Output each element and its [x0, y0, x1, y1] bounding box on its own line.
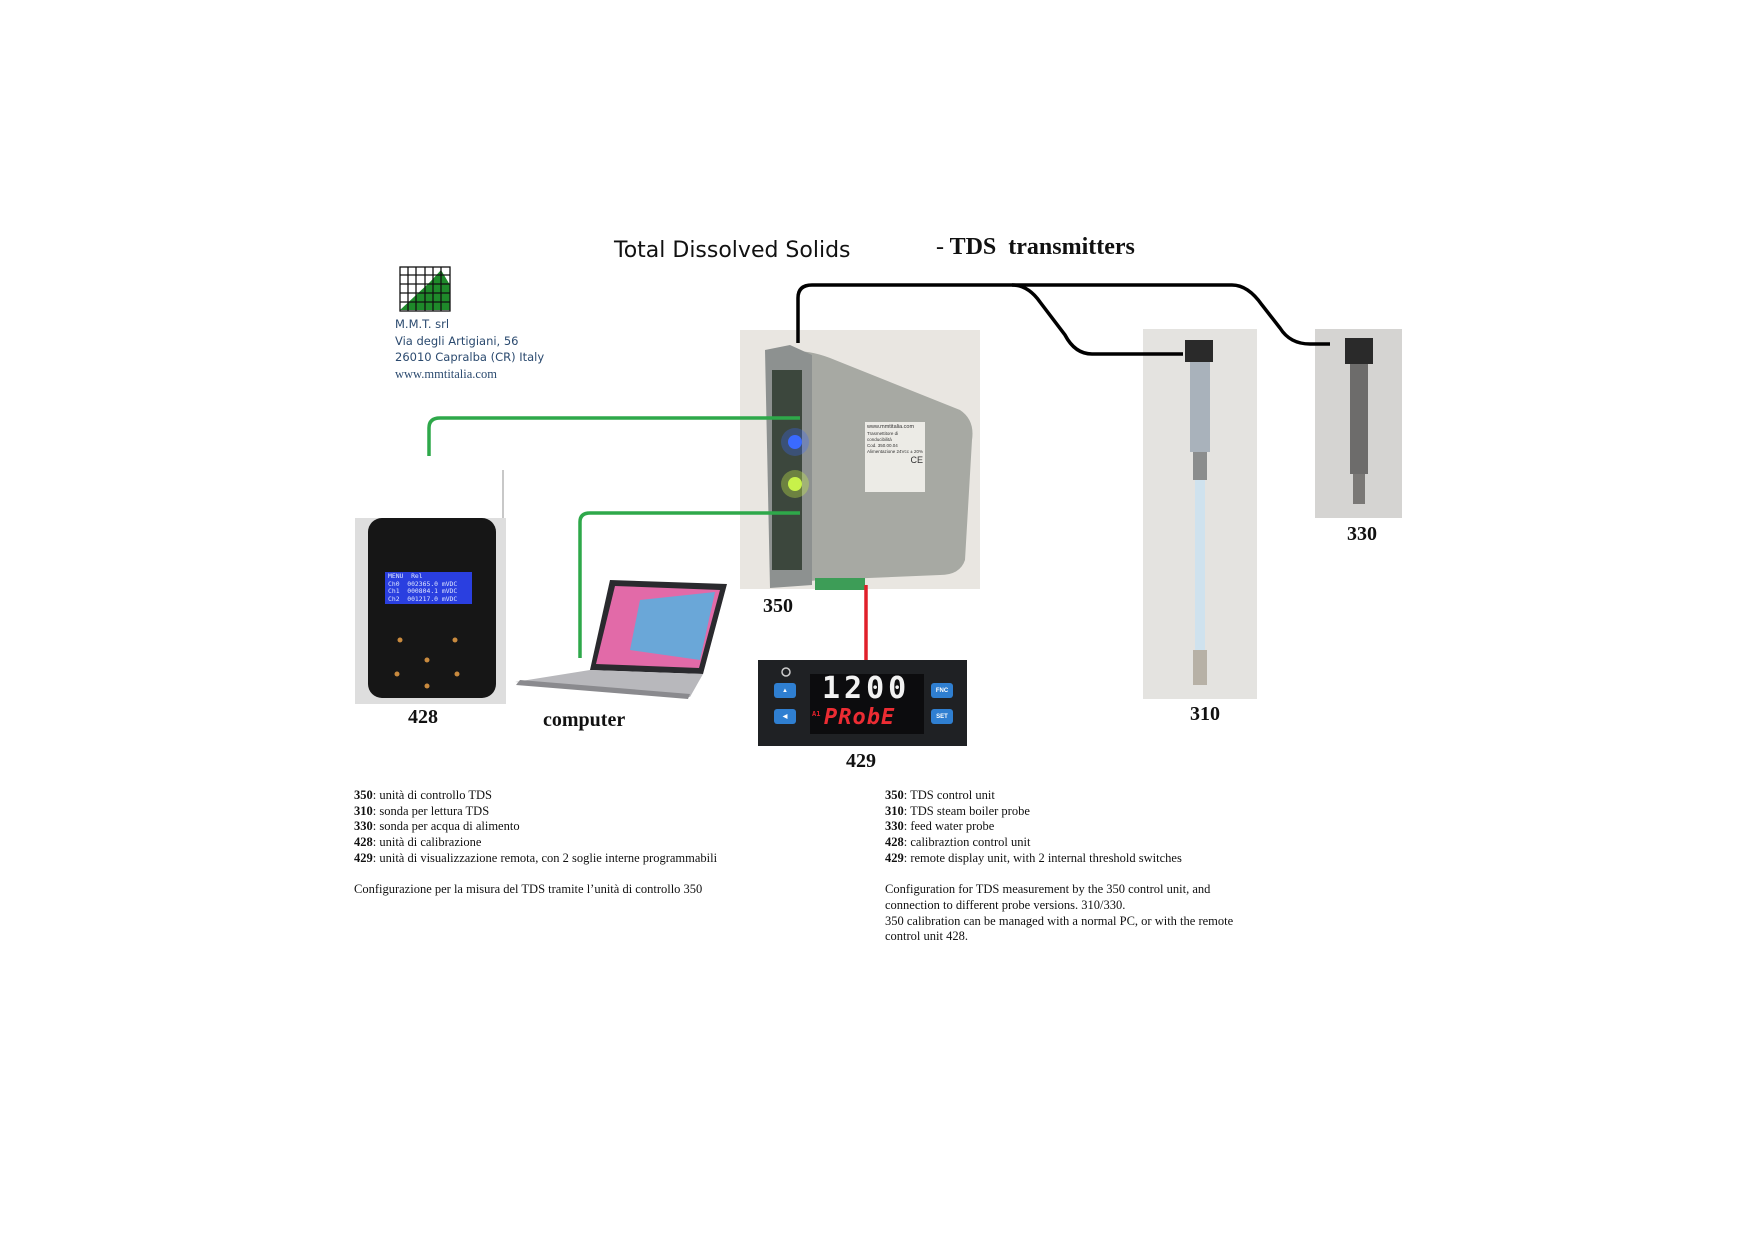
sticker-line: www.mmtitalia.com — [867, 424, 915, 430]
legend-item: 428: unità di calibrazione — [354, 835, 717, 851]
legend-item: 429: unità di visualizzazione remota, co… — [354, 851, 717, 867]
computer-laptop-photo — [515, 580, 727, 699]
legend-note: Configuration for TDS measurement by the… — [885, 882, 1211, 897]
label-429: 429 — [846, 750, 876, 772]
display-429-alarm: A1 — [812, 710, 821, 718]
company-website: www.mmtitalia.com — [395, 366, 497, 381]
legend-note: 350 calibration can be managed with a no… — [885, 913, 1234, 928]
legend-code: 350 — [885, 788, 904, 802]
legend-item: 310: sonda per lettura TDS — [354, 804, 717, 820]
legend-code: 310 — [354, 803, 373, 818]
wire-branch-310 — [1011, 283, 1183, 356]
company-logo — [399, 266, 451, 312]
ce-mark: CE — [910, 455, 923, 465]
display-429-photo — [758, 660, 967, 746]
subtitle-text: TDS transmitters — [949, 234, 1135, 260]
legend-item: 428: calibraztion control unit — [885, 835, 1233, 851]
page-subtitle: - TDS transmitters — [936, 234, 1135, 261]
lcd-line: Ch2 001217.0 mVDC — [388, 594, 458, 603]
legend-note: connection to different probe versions. … — [885, 897, 1126, 912]
label-computer: computer — [543, 709, 626, 731]
lcd-line: MENU Rel — [388, 572, 423, 580]
legend-item: 330: sonda per acqua di alimento — [354, 819, 717, 835]
label-428: 428 — [408, 706, 438, 728]
legend-code: 428 — [885, 835, 904, 850]
label-330: 330 — [1347, 523, 1377, 545]
company-city: 26010 Capralba (CR) Italy — [395, 350, 545, 364]
wire-350-to-probes — [796, 283, 1330, 346]
wire-computer-to-350 — [578, 511, 800, 658]
legend-text: : TDS control unit — [903, 788, 995, 802]
legend-code: 350 — [354, 788, 373, 802]
legend-item: 429: remote display unit, with 2 interna… — [885, 851, 1233, 867]
device-350-sticker: www.mmtitalia.com Trasmettitore di condu… — [867, 424, 923, 466]
arrow-left-icon: ◀ — [782, 714, 788, 720]
legend-text: : calibraztion control unit — [903, 835, 1031, 850]
legend-english: 350: TDS control unit 310: TDS steam boi… — [885, 788, 1233, 945]
subtitle-dash: - — [936, 234, 944, 260]
sticker-line: Alimentazione 24Vcc ± 20% — [867, 449, 923, 454]
display-429-up-button[interactable]: ▲ — [774, 683, 796, 698]
legend-text: : unità di calibrazione — [372, 835, 482, 850]
legend-text: : sonda per lettura TDS — [372, 803, 490, 818]
legend-italian: 350: unità di controllo TDS 310: sonda p… — [354, 788, 717, 898]
probe-310-photo — [1143, 329, 1257, 699]
label-350: 350 — [763, 595, 793, 617]
display-429-text: PRobE — [824, 705, 896, 730]
sticker-line: Trasmettitore di conducibilità — [867, 431, 899, 442]
lcd-line: Ch0 002365.0 mVDC — [388, 579, 458, 588]
legend-text: : unità di visualizzazione remota, con 2… — [372, 850, 718, 865]
company-street: Via degli Artigiani, 56 — [395, 333, 519, 348]
display-429-fnc-button[interactable]: FNC — [931, 683, 953, 698]
probe-330-photo — [1315, 329, 1402, 518]
wires — [427, 283, 1330, 660]
legend-item: 350: unità di controllo TDS — [354, 788, 717, 804]
legend-code: 429 — [354, 850, 373, 865]
legend-text: : TDS steam boiler probe — [903, 803, 1030, 818]
display-429-value: 1200 — [822, 671, 911, 706]
legend-text: : feed water probe — [903, 819, 995, 834]
legend-code: 330 — [885, 819, 904, 834]
lcd-line: Ch1 000804.1 mVDC — [388, 587, 458, 596]
legend-note: control unit 428. — [885, 929, 968, 944]
legend-code: 428 — [354, 835, 373, 850]
legend-item: 330: feed water probe — [885, 819, 1233, 835]
wire-428-to-350 — [427, 416, 800, 456]
legend-code: 330 — [354, 819, 373, 834]
legend-item: 350: TDS control unit — [885, 788, 1233, 804]
device-350-photo — [740, 330, 980, 590]
legend-item: 310: TDS steam boiler probe — [885, 804, 1233, 820]
sticker-line: Cod. 350.00.04 — [867, 443, 898, 448]
legend-code: 310 — [885, 803, 904, 818]
company-name: M.M.T. srl — [395, 317, 450, 331]
legend-text: : unità di controllo TDS — [372, 788, 492, 802]
label-310: 310 — [1190, 703, 1220, 725]
arrow-up-icon: ▲ — [782, 687, 788, 694]
legend-text: : remote display unit, with 2 internal t… — [903, 850, 1182, 865]
company-address: M.M.T. srl Via degli Artigiani, 56 26010… — [395, 316, 544, 382]
page-title: Total Dissolved Solids — [614, 238, 851, 263]
legend-code: 429 — [885, 850, 904, 865]
device-428-photo — [355, 470, 506, 704]
display-429-down-button[interactable]: ◀ — [774, 709, 796, 724]
display-429-set-button[interactable]: SET — [931, 709, 953, 724]
legend-text: : sonda per acqua di alimento — [372, 819, 520, 834]
legend-note: Configurazione per la misura del TDS tra… — [354, 882, 703, 897]
